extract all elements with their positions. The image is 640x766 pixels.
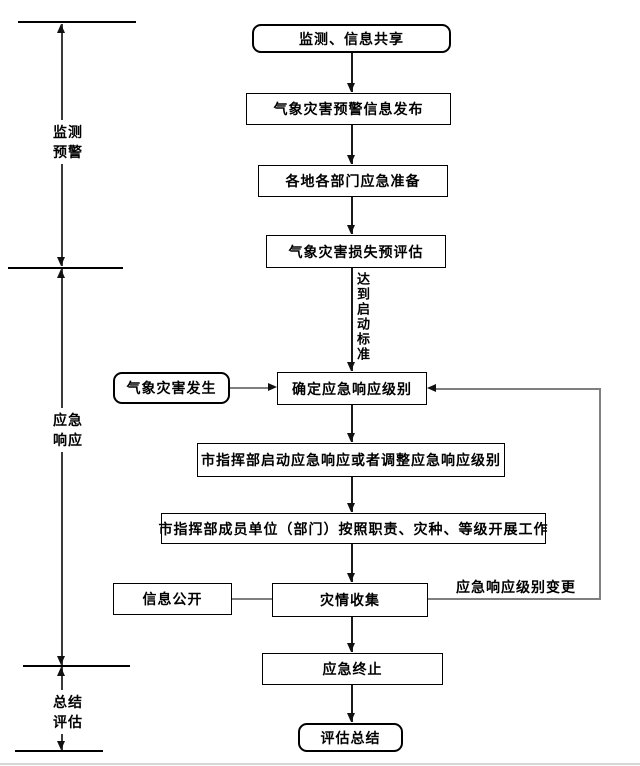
phase2-rail-line [61,269,63,665]
arrowhead-left-icon [427,384,436,392]
feedback-line-bottom [428,598,601,600]
arrowhead-down-icon [347,643,355,652]
feedback-line-top [436,388,601,390]
flow-arrow-line [351,617,353,652]
feedback-line-right [599,389,601,600]
node-start: 监测、信息共享 [252,24,451,53]
phase-divider-mid2 [23,665,130,667]
arrowhead-down-icon [347,713,355,722]
page-bottom-edge [0,763,640,765]
node-disaster-occurs: 气象灾害发生 [113,372,230,404]
flow-arrow-line [351,544,353,582]
node-members-work: 市指挥部成员单位（部门）按照职责、灾种、等级开展工作 [159,513,548,544]
phase-label-response: 应急 响应 [48,408,88,452]
arrowhead-down-icon [347,362,355,371]
node-evaluation-summary: 评估总结 [298,723,403,752]
arrowhead-down-icon [57,257,65,266]
phase-divider-bottom [15,750,103,752]
node-termination: 应急终止 [262,653,443,685]
arrowhead-up-icon [57,667,65,676]
arrowhead-up-icon [57,269,65,278]
arrowhead-down-icon [347,225,355,234]
arrowhead-down-icon [347,83,355,92]
node-preparation: 各地各部门应急准备 [258,165,448,197]
node-warning-release: 气象灾害预警信息发布 [246,93,451,125]
phase-label-summary: 总结 评估 [48,690,88,734]
connector-occurs-to-level [230,387,268,389]
flow-arrow-line [351,125,353,164]
flow-arrow-line [351,477,353,512]
arrowhead-up-icon [57,24,65,33]
arrowhead-down-icon [347,155,355,164]
node-determine-level: 确定应急响应级别 [277,372,427,405]
annotation-reach-standard: 达到启动标准 [355,272,370,362]
node-disaster-collection: 灾情收集 [272,583,428,617]
flow-arrow-line [351,685,353,722]
arrowhead-down-icon [57,656,65,665]
node-launch-or-adjust: 市指挥部启动应急响应或者调整应急响应级别 [197,443,505,477]
flow-arrow-line [351,268,353,371]
arrowhead-down-icon [347,503,355,512]
node-info-disclosure: 信息公开 [113,583,232,615]
phase-divider-top [18,21,136,23]
arrowhead-down-icon [57,741,65,750]
phase-divider-mid1 [8,267,123,269]
flow-arrow-line [351,53,353,92]
annotation-level-change: 应急响应级别变更 [456,579,576,595]
arrowhead-down-icon [347,433,355,442]
phase-label-monitoring: 监测 预警 [48,120,88,164]
flow-arrow-line [351,197,353,234]
connector-info-to-collection [232,598,272,600]
arrowhead-right-icon [268,383,277,391]
node-pre-assessment: 气象灾害损失预评估 [266,235,446,268]
flow-arrow-line [351,405,353,442]
arrowhead-down-icon [347,573,355,582]
